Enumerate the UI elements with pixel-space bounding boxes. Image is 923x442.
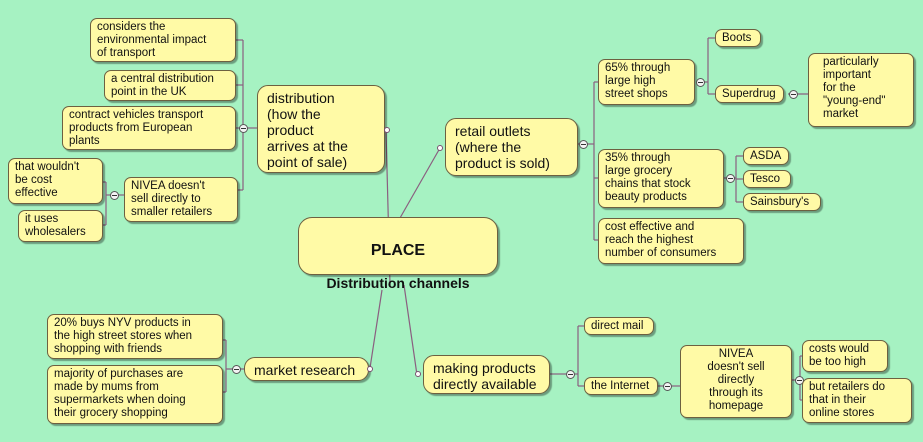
retailer-sainsburys[interactable]: Sainsbury's <box>743 193 821 211</box>
central-topic[interactable]: PLACE Distribution channels <box>298 217 498 291</box>
branch-retail-handle[interactable] <box>437 145 443 151</box>
retailer-superdrug[interactable]: Superdrug <box>715 85 784 103</box>
branch-direct-handle[interactable] <box>415 371 421 377</box>
homepage-reason-costs[interactable]: costs would be too high <box>802 340 888 372</box>
distribution-item-central-point[interactable]: a central distribution point in the UK <box>104 70 236 101</box>
grocery-collapse-icon[interactable] <box>726 174 735 183</box>
distribution-item-environment[interactable]: considers the environmental impact of tr… <box>90 18 236 62</box>
research-item-mums-supermarkets[interactable]: majority of purchases are made by mums f… <box>47 365 223 424</box>
branch-distribution[interactable]: distribution (how the product arrives at… <box>257 85 385 173</box>
branch-retail-outlets[interactable]: retail outlets (where the product is sol… <box>445 118 578 176</box>
distribution-item-contract-vehicles[interactable]: contract vehicles transport products fro… <box>62 106 236 150</box>
direct-collapse-icon[interactable] <box>566 370 575 379</box>
distribution-item-nivea-smaller-retailers[interactable]: NIVEA doesn't sell directly to smaller r… <box>124 177 238 222</box>
superdrug-note[interactable]: particularly important for the "young-en… <box>808 53 914 127</box>
branch-making-products-available[interactable]: making products directly available <box>423 355 550 394</box>
distribution-collapse-icon[interactable] <box>239 124 248 133</box>
internet-collapse-icon[interactable] <box>663 382 672 391</box>
retail-item-grocery-chains[interactable]: 35% through large grocery chains that st… <box>598 149 724 208</box>
retail-collapse-icon[interactable] <box>579 140 588 149</box>
retailer-tesco[interactable]: Tesco <box>743 170 791 188</box>
retail-item-high-street[interactable]: 65% through large high street shops <box>598 59 695 105</box>
homepage-reason-online-stores[interactable]: but retailers do that in their online st… <box>802 378 912 423</box>
superdrug-collapse-icon[interactable] <box>789 90 798 99</box>
branch-market-research[interactable]: market research <box>244 357 369 381</box>
high-street-collapse-icon[interactable] <box>696 78 705 87</box>
research-item-high-street-friends[interactable]: 20% buys NYV products in the high street… <box>47 314 223 359</box>
central-topic-subtitle: Distribution channels <box>326 275 470 291</box>
retailer-boots[interactable]: Boots <box>715 29 761 47</box>
nivea-retailers-collapse-icon[interactable] <box>110 191 119 200</box>
internet-note-nivea-homepage[interactable]: NIVEA doesn't sell directly through its … <box>680 345 792 418</box>
branch-distribution-handle[interactable] <box>384 127 390 133</box>
nivea-reason-wholesalers[interactable]: it uses wholesalers <box>18 210 103 242</box>
nivea-reason-not-cost-effective[interactable]: that wouldn't be cost effective <box>8 158 103 204</box>
central-topic-title: PLACE <box>370 242 426 259</box>
direct-item-internet[interactable]: the Internet <box>584 377 658 395</box>
retailer-asda[interactable]: ASDA <box>743 147 789 165</box>
branch-research-handle[interactable] <box>367 366 373 372</box>
direct-item-direct-mail[interactable]: direct mail <box>584 317 654 335</box>
retail-item-cost-effective[interactable]: cost effective and reach the highest num… <box>598 218 744 264</box>
research-collapse-icon[interactable] <box>232 365 241 374</box>
